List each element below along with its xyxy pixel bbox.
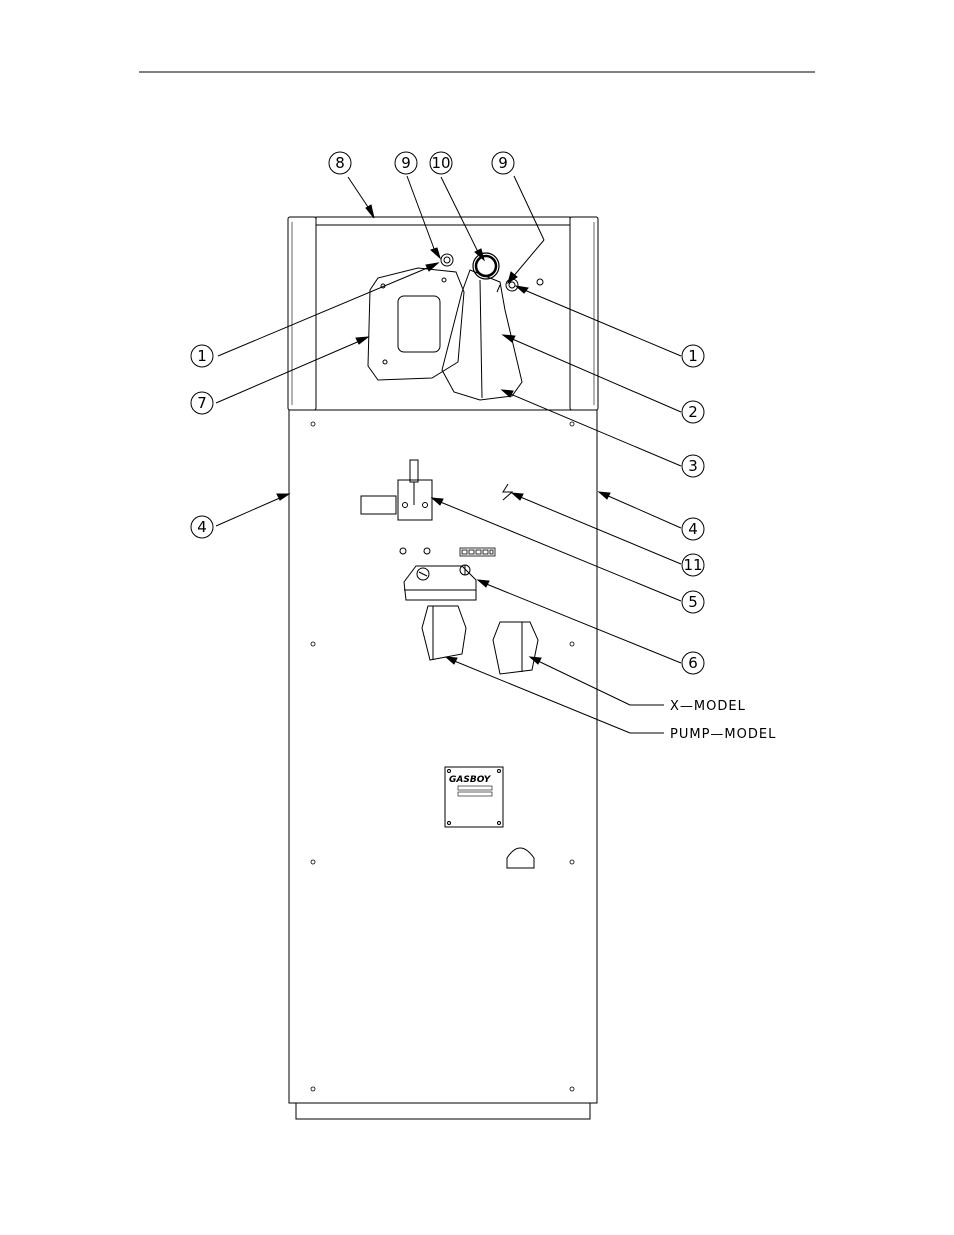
x-model-bell — [493, 622, 538, 674]
callout-5-label: 5 — [688, 593, 698, 611]
callout-7-label: 7 — [197, 394, 207, 412]
callout-2-label: 2 — [688, 403, 698, 421]
callout-9-left-label: 9 — [401, 154, 411, 172]
panel-screws — [311, 422, 574, 1091]
callout-1-left-label: 1 — [197, 347, 207, 365]
terminal-block — [460, 548, 495, 556]
reset-switch — [361, 460, 432, 520]
nameplate-brand: GASBOY — [449, 775, 492, 785]
hole — [537, 279, 543, 285]
cover-lock — [404, 565, 476, 600]
callout-3-label: 3 — [688, 457, 698, 475]
wire — [503, 484, 512, 500]
callout-circles — [191, 152, 704, 674]
callout-4-right-label: 4 — [688, 520, 698, 538]
nozzle-boot — [368, 268, 464, 380]
lamp-left — [400, 548, 406, 554]
callout-8-label: 8 — [335, 154, 345, 172]
callout-4-left-label: 4 — [197, 518, 207, 536]
callout-1-right-label: 1 — [688, 347, 698, 365]
leaders — [216, 176, 681, 733]
callout-10-label: 10 — [431, 154, 450, 172]
main-panel — [289, 410, 597, 1103]
x-model-label: X—MODEL — [670, 699, 746, 714]
pump-model-bell — [422, 606, 466, 660]
callout-6-label: 6 — [688, 654, 698, 672]
callout-11-label: 11 — [683, 556, 702, 574]
dome-cover — [507, 848, 534, 868]
base — [296, 1103, 590, 1119]
pump-model-label: PUMP—MODEL — [670, 727, 776, 742]
top-rail — [316, 217, 570, 225]
bolt-left — [441, 254, 453, 266]
lamp-right — [424, 548, 430, 554]
callout-9-right-label: 9 — [498, 154, 508, 172]
